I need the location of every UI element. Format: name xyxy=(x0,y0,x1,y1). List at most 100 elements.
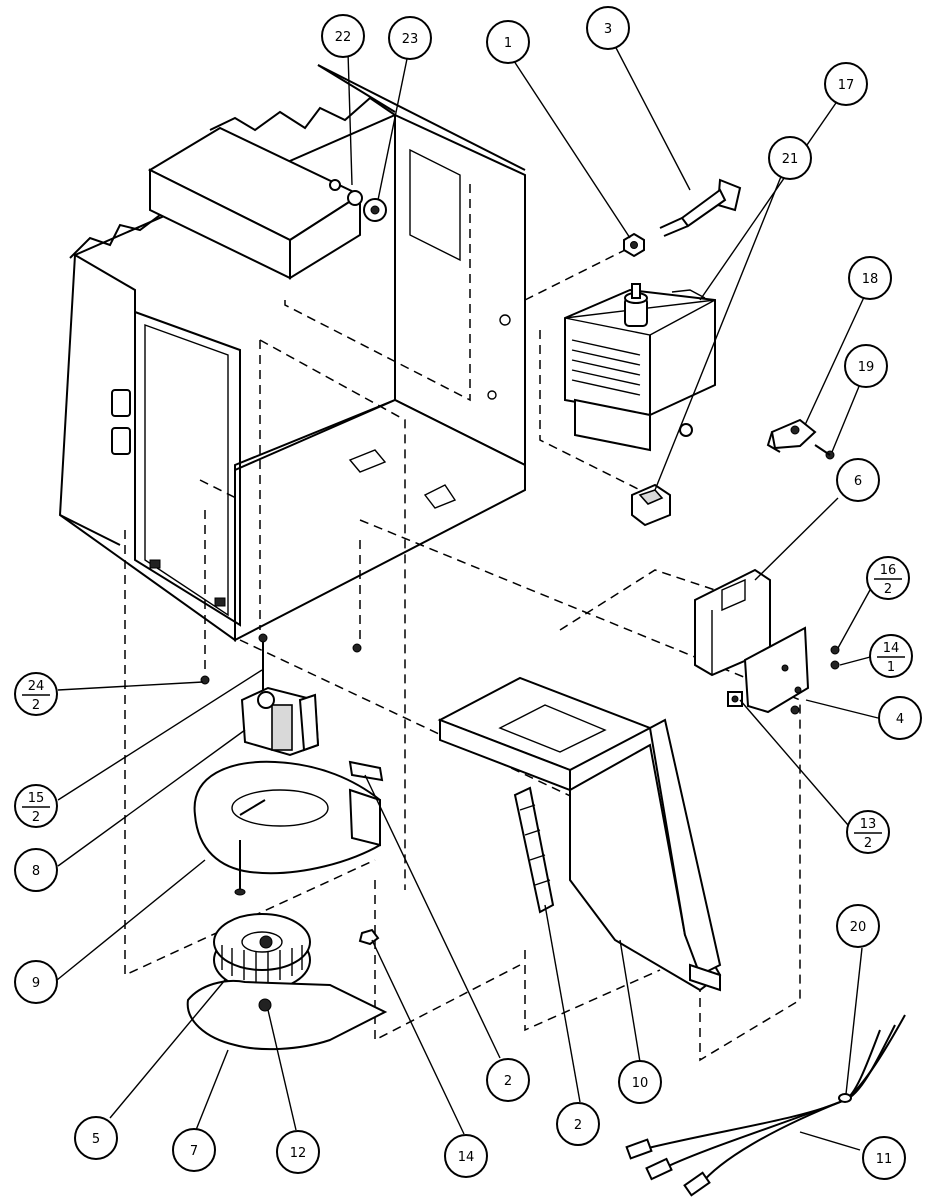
callout-circle xyxy=(486,1058,530,1102)
part-14-screw xyxy=(830,660,840,670)
callout-circle xyxy=(862,1136,906,1180)
callout-c20: 20 xyxy=(836,904,880,948)
callout-c22: 22 xyxy=(321,14,365,58)
callout-quantity: 2 xyxy=(884,582,892,597)
callout-c9: 9 xyxy=(14,960,58,1004)
part-2-strip xyxy=(513,786,555,914)
callout-circle xyxy=(878,696,922,740)
part-11-wire-harness xyxy=(625,1014,906,1197)
callout-number: 16 xyxy=(880,563,897,578)
callout-c17: 17 xyxy=(824,62,868,106)
callout-c23: 23 xyxy=(388,16,432,60)
callout-number: 23 xyxy=(402,32,419,47)
callout-c2a: 2 xyxy=(486,1058,530,1102)
callout-number: 8 xyxy=(32,864,40,879)
magnetron xyxy=(564,283,716,452)
callout-number: 5 xyxy=(92,1132,100,1147)
callout-number: 14 xyxy=(458,1150,475,1165)
callout-number: 14 xyxy=(883,641,900,656)
callout-circle xyxy=(14,672,58,716)
callout-circle xyxy=(586,6,630,50)
callout-c21: 21 xyxy=(768,136,812,180)
callout-circle xyxy=(276,1130,320,1174)
callout-c8: 8 xyxy=(14,848,58,892)
callout-c11: 11 xyxy=(862,1136,906,1180)
callout-c24: 242 xyxy=(14,672,58,716)
callout-c10: 10 xyxy=(618,1060,662,1104)
callout-quantity: 2 xyxy=(864,836,872,851)
callout-circle xyxy=(14,848,58,892)
callout-c19: 19 xyxy=(844,344,888,388)
callout-circle xyxy=(388,16,432,60)
callout-number: 12 xyxy=(290,1146,307,1161)
callout-c14a: 141 xyxy=(869,634,913,678)
part-1-nut xyxy=(623,232,645,258)
callout-c12: 12 xyxy=(276,1130,320,1174)
callout-number: 10 xyxy=(632,1076,649,1091)
callout-c18: 18 xyxy=(848,256,892,300)
part-16-screw xyxy=(830,645,840,655)
callout-number: 11 xyxy=(876,1152,893,1167)
part-13-clip xyxy=(727,691,743,707)
callout-number: 21 xyxy=(782,152,799,167)
callout-number: 20 xyxy=(850,920,867,935)
part-8-fan-motor xyxy=(240,686,320,757)
callout-c5: 5 xyxy=(74,1116,118,1160)
part-10-duct xyxy=(437,676,722,992)
callout-c4: 4 xyxy=(878,696,922,740)
part-2-spacer xyxy=(348,760,384,782)
callout-circle xyxy=(844,344,888,388)
callout-number: 17 xyxy=(838,78,855,93)
part-15-screw xyxy=(258,633,268,690)
callout-circle xyxy=(486,20,530,64)
callout-circle xyxy=(321,14,365,58)
part-18-bracket xyxy=(766,418,817,453)
callout-number: 2 xyxy=(574,1118,582,1133)
part-5-fan-blade xyxy=(213,913,311,991)
callout-c13: 132 xyxy=(846,810,890,854)
callout-number: 24 xyxy=(28,679,45,694)
part-19-screw xyxy=(814,444,835,460)
callout-number: 3 xyxy=(604,22,612,37)
callout-quantity: 2 xyxy=(32,698,40,713)
callout-circle xyxy=(869,634,913,678)
callout-number: 4 xyxy=(896,712,904,727)
callout-c1: 1 xyxy=(486,20,530,64)
callout-circle xyxy=(836,458,880,502)
part-9-fan-housing xyxy=(193,760,381,896)
callout-c6: 6 xyxy=(836,458,880,502)
callout-c14b: 14 xyxy=(444,1134,488,1178)
callout-circle xyxy=(824,62,868,106)
callout-number: 2 xyxy=(504,1074,512,1089)
callout-number: 19 xyxy=(858,360,875,375)
callout-circle xyxy=(14,784,58,828)
callout-circle xyxy=(836,904,880,948)
callout-circle xyxy=(846,810,890,854)
callout-circle xyxy=(848,256,892,300)
callout-c7: 7 xyxy=(172,1128,216,1172)
part-7-base-plate xyxy=(186,979,388,1051)
callout-circle xyxy=(768,136,812,180)
leader-lines xyxy=(56,43,879,1151)
part-21-holder xyxy=(631,483,671,527)
callout-circle xyxy=(14,960,58,1004)
callout-number: 7 xyxy=(190,1144,198,1159)
callout-number: 22 xyxy=(335,30,352,45)
callout-c16: 162 xyxy=(866,556,910,600)
part-3-cord-plug xyxy=(659,178,742,237)
callout-number: 9 xyxy=(32,976,40,991)
part-14-nut xyxy=(358,928,380,946)
callout-quantity: 1 xyxy=(887,660,895,675)
part-4-circuit-board xyxy=(743,626,810,715)
callout-number: 1 xyxy=(504,36,512,51)
callout-number: 13 xyxy=(860,817,877,832)
callout-number: 15 xyxy=(28,791,45,806)
callout-circle xyxy=(618,1060,662,1104)
part-24-screw xyxy=(200,643,362,685)
callout-circle xyxy=(74,1116,118,1160)
callout-circle xyxy=(866,556,910,600)
callout-circle xyxy=(172,1128,216,1172)
cabinet-chassis xyxy=(58,64,526,642)
